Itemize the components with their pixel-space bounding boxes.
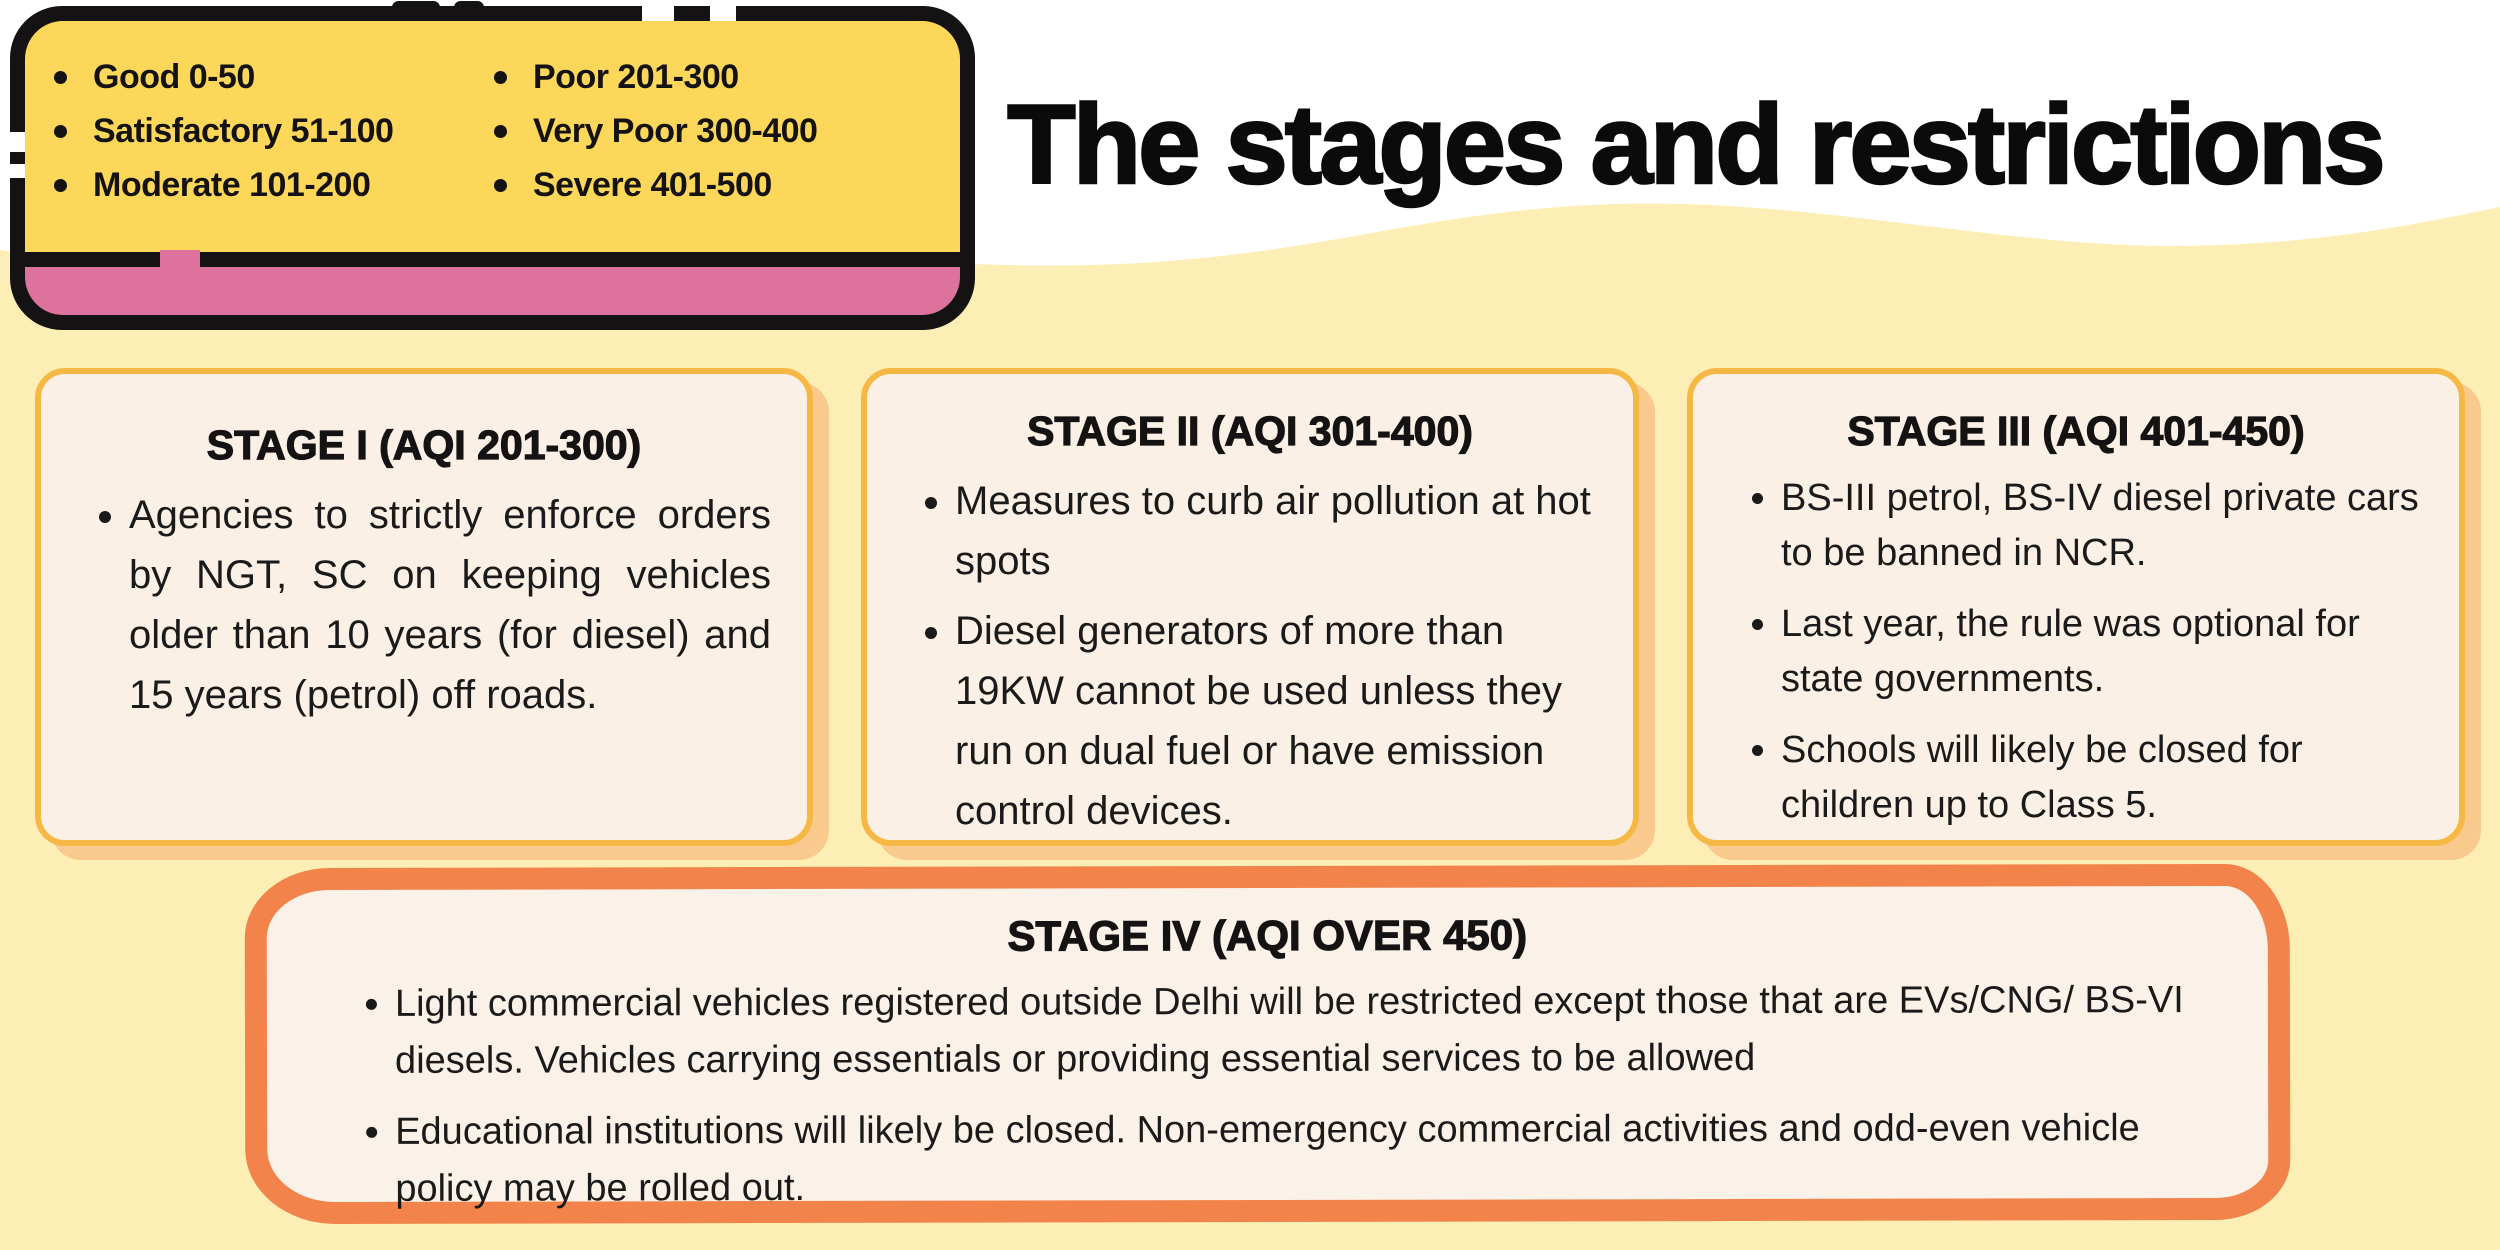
legend-item-label: Very Poor 300-400 <box>533 111 818 150</box>
stage-4-card: STAGE IV (AQI OVER 450) Light commercial… <box>244 863 2291 1225</box>
legend-item-label: Good 0-50 <box>93 57 255 96</box>
stage-2-card: STAGE II (AQI 301-400) Measures to curb … <box>861 368 1639 846</box>
page-title: The stages and restrictions <box>1006 81 2387 209</box>
legend-item: Satisfactory 51-100 <box>40 104 480 158</box>
border-dash <box>454 1 484 14</box>
stage-2-bullet: Diesel generators of more than 19KW cann… <box>955 601 1597 841</box>
border-gap <box>160 250 200 268</box>
border-gap <box>642 6 674 21</box>
aqi-legend-accent-bar <box>25 267 960 315</box>
legend-item: Poor 201-300 <box>480 50 940 104</box>
bullet-dot-icon <box>54 70 67 84</box>
stage-3-bullet: Last year, the rule was optional for sta… <box>1781 597 2423 707</box>
stage-3-card: STAGE III (AQI 401-450) BS-III petrol, B… <box>1687 368 2465 846</box>
border-dash <box>392 1 440 14</box>
bullet-dot-icon <box>494 70 507 84</box>
legend-item-label: Poor 201-300 <box>533 57 739 96</box>
border-gap <box>10 132 25 152</box>
stage-4-bullet: Light commercial vehicles registered out… <box>395 972 2198 1090</box>
legend-item: Very Poor 300-400 <box>480 104 940 158</box>
border-gap <box>710 6 736 21</box>
legend-item-label: Severe 401-500 <box>533 165 772 204</box>
stage-4-title: STAGE IV (AQI OVER 450) <box>1007 911 1528 960</box>
stage-3-bullet: Schools will likely be closed for childr… <box>1781 723 2423 833</box>
stage-3-bullet: BS-III petrol, BS-IV diesel private cars… <box>1781 471 2423 581</box>
aqi-legend-list: Good 0-50 Satisfactory 51-100 Moderate 1… <box>40 50 940 212</box>
legend-item: Severe 401-500 <box>480 158 940 212</box>
border-gap <box>10 164 25 178</box>
stage-1-title: STAGE I (AQI 201-300) <box>206 421 642 468</box>
stage-2-bullet: Measures to curb air pollution at hot sp… <box>955 471 1597 591</box>
stage-1-bullet: Agencies to strictly enforce orders by N… <box>129 485 771 725</box>
stage-3-bullet-list: BS-III petrol, BS-IV diesel private cars… <box>1729 471 2423 834</box>
bullet-dot-icon <box>494 178 507 192</box>
legend-item-label: Satisfactory 51-100 <box>93 111 394 150</box>
stage-2-title: STAGE II (AQI 301-400) <box>1026 407 1473 454</box>
aqi-legend-fill <box>25 21 960 252</box>
legend-item-label: Moderate 101-200 <box>93 165 371 204</box>
legend-item: Moderate 101-200 <box>40 158 480 212</box>
legend-item: Good 0-50 <box>40 50 480 104</box>
bullet-dot-icon <box>494 124 507 138</box>
stage-2-bullet-list: Measures to curb air pollution at hot sp… <box>903 471 1597 841</box>
stage-3-title: STAGE III (AQI 401-450) <box>1847 407 2305 454</box>
bullet-dot-icon <box>54 124 67 138</box>
stage-cards-row: STAGE I (AQI 201-300) Agencies to strict… <box>35 368 2465 846</box>
stage-1-card: STAGE I (AQI 201-300) Agencies to strict… <box>35 368 813 846</box>
aqi-legend-box: Good 0-50 Satisfactory 51-100 Moderate 1… <box>10 1 975 330</box>
stage-4-bullet: Educational institutions will likely be … <box>395 1100 2198 1218</box>
bullet-dot-icon <box>54 178 67 192</box>
stage-4-bullet-list: Light commercial vehicles registered out… <box>337 972 2199 1218</box>
stage-1-bullet-list: Agencies to strictly enforce orders by N… <box>77 485 771 725</box>
